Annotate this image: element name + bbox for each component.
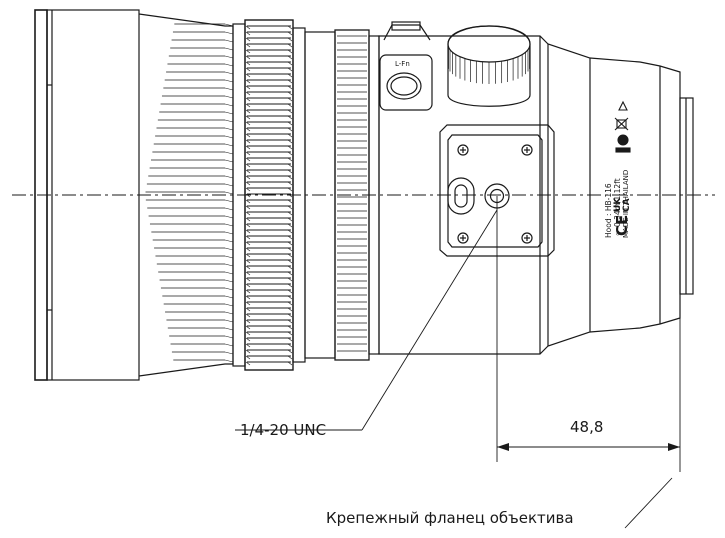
dimension-value: 48,8 (570, 418, 604, 436)
focus-ring-knurl (245, 25, 293, 366)
mid-ring-knurl (337, 35, 367, 352)
made-in-marking: MADE IN THAILAND (622, 170, 630, 238)
flange-leader (624, 477, 673, 529)
rear-barrel (589, 57, 694, 333)
hood-marking: Hood : HB-116 (604, 183, 613, 238)
ce-mark: CE (613, 215, 631, 236)
thread-label: 1/4-20 UNC (240, 421, 327, 439)
top-knob-knurl (447, 44, 531, 84)
zoom-ring-ridges (145, 23, 234, 363)
dimension-arrow-right (668, 443, 680, 451)
thread-leader (361, 209, 498, 431)
ukca-mark-top: UK (613, 197, 623, 212)
dimension-arrow-left (497, 443, 509, 451)
main-body (378, 21, 591, 355)
distance-marking: ∞-0.34m/1.12ft (613, 178, 622, 236)
cert-symbols (614, 100, 631, 153)
lfn-button-label: L-Fn (395, 60, 410, 68)
flange-label: Крепежный фланец объектива (326, 509, 574, 527)
ukca-mark-bottom: CA (622, 198, 632, 212)
